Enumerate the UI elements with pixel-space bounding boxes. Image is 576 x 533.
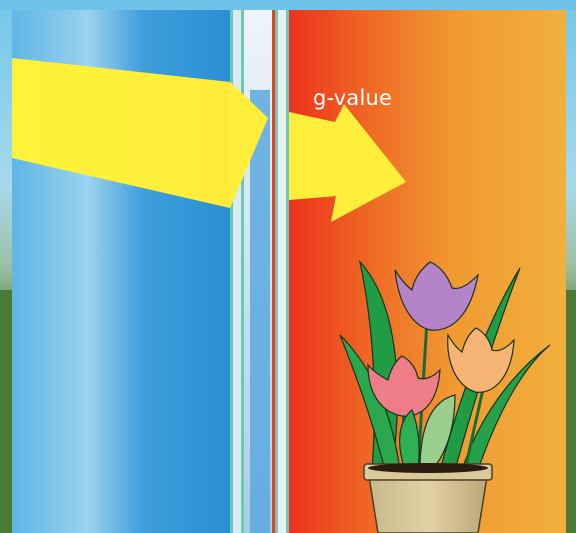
low-e-coating bbox=[272, 10, 275, 533]
meadow-right bbox=[566, 290, 576, 533]
sky-top-strip bbox=[0, 0, 576, 10]
meadow-left bbox=[0, 290, 12, 533]
g-value-label: g-value bbox=[313, 86, 392, 110]
